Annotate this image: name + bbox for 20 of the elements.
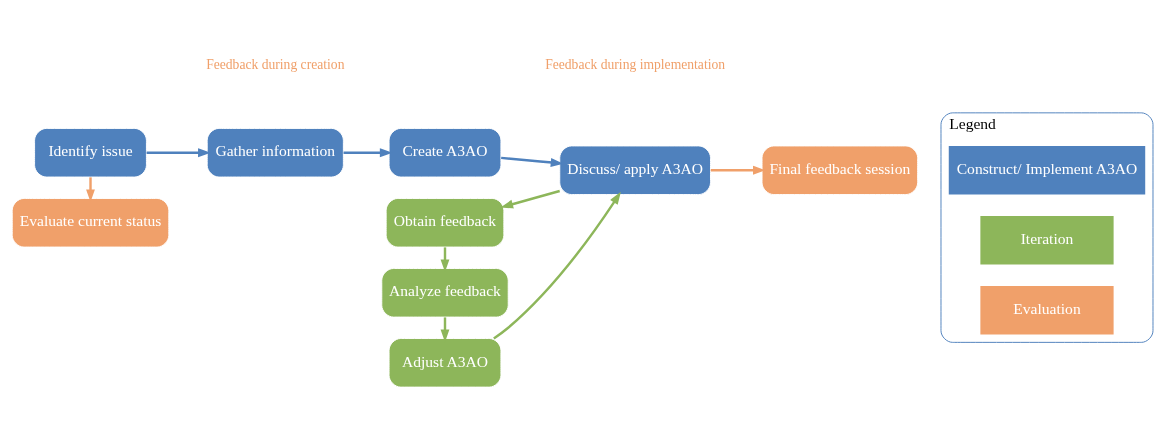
- node-box: Final feedback session: [761, 145, 919, 196]
- legend-label: Iteration: [1020, 229, 1074, 247]
- node-box: Create A3AO: [388, 127, 502, 178]
- legend-label: Evaluation: [1013, 299, 1081, 317]
- arrow: [710, 165, 766, 175]
- node-box: Adjust A3AO: [388, 338, 502, 388]
- arrow: [146, 148, 211, 158]
- node-box: Evaluate current status: [11, 197, 170, 248]
- label: Feedback during creation: [206, 56, 345, 72]
- arrow: [493, 191, 621, 340]
- arrow: [500, 189, 560, 209]
- label: Feedback during implementation: [545, 56, 726, 72]
- arrow: [343, 148, 393, 158]
- node-box: Analyze feedback: [381, 267, 509, 318]
- node-box: Obtain feedback: [385, 197, 505, 248]
- node-box: Identify issue: [34, 127, 147, 178]
- node-box: Discuss/ apply A3AO: [559, 145, 711, 196]
- legend-label: Construct/ Implement A3AO: [956, 159, 1138, 177]
- node-box: Gather information: [206, 127, 344, 178]
- arrow: [501, 156, 564, 167]
